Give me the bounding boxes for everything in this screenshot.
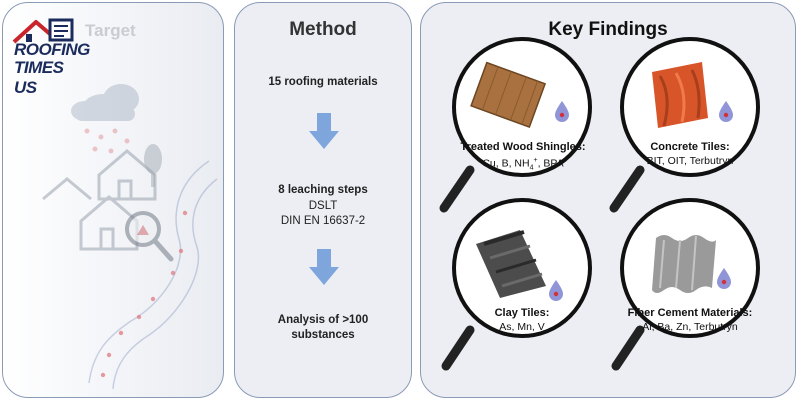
finding-concrete-caption: Concrete Tiles: BIT, OIT, Terbutryn — [620, 140, 760, 168]
finding-clay-title: Clay Tiles: — [494, 307, 550, 319]
logo-line2: TIMES US — [14, 58, 64, 97]
target-panel: Target — [2, 2, 224, 398]
findings-title: Key Findings — [548, 19, 668, 40]
finding-fiber-substances: Al, Ba, Zn, Terbutryn — [642, 321, 738, 333]
logo-line1: ROOFING — [14, 40, 90, 59]
house-roof-icon — [12, 18, 74, 44]
method-step-leaching: 8 leaching steps — [278, 184, 368, 196]
finding-clay-substances: As, Mn, V — [499, 321, 545, 333]
method-step-analysis: Analysis of >100 — [277, 314, 369, 326]
findings-panel: Key Findings — [420, 2, 796, 398]
tree-icon — [144, 144, 162, 187]
finding-concrete-title: Concrete Tiles: — [650, 141, 730, 153]
finding-fiber-caption: Fiber Cement Materials: Al, Ba, Zn, Terb… — [618, 306, 762, 334]
method-title: Method — [289, 19, 357, 40]
finding-wood-substances: Cu, B, NH4+, BPA — [482, 157, 564, 172]
river-icon — [88, 160, 218, 390]
down-arrow-icon — [309, 113, 339, 149]
target-title: Target — [85, 21, 136, 40]
roofing-times-logo: ROOFING TIMES US — [6, 12, 90, 97]
down-arrow-icon — [309, 249, 339, 285]
method-step-materials: 15 roofing materials — [268, 76, 378, 88]
rain-cloud-icon — [71, 84, 139, 154]
method-step-substances: substances — [291, 329, 355, 341]
method-step-dslt: DSLT — [308, 200, 338, 212]
pollution-dots-icon — [100, 210, 188, 378]
finding-wood-caption: Treated Wood Shingles: Cu, B, NH4+, BPA — [448, 140, 598, 176]
houses-icon — [42, 149, 157, 251]
magnifier-icon — [125, 211, 174, 262]
finding-clay-caption: Clay Tiles: As, Mn, V — [452, 306, 592, 334]
target-illustration — [42, 84, 218, 390]
method-panel: Method 15 roofing materials 8 leaching s… — [234, 2, 412, 398]
finding-fiber-title: Fiber Cement Materials: — [627, 307, 753, 319]
finding-concrete-substances: BIT, OIT, Terbutryn — [646, 155, 734, 167]
method-step-din: DIN EN 16637-2 — [280, 215, 366, 227]
finding-wood-title: Treated Wood Shingles: — [460, 141, 586, 153]
